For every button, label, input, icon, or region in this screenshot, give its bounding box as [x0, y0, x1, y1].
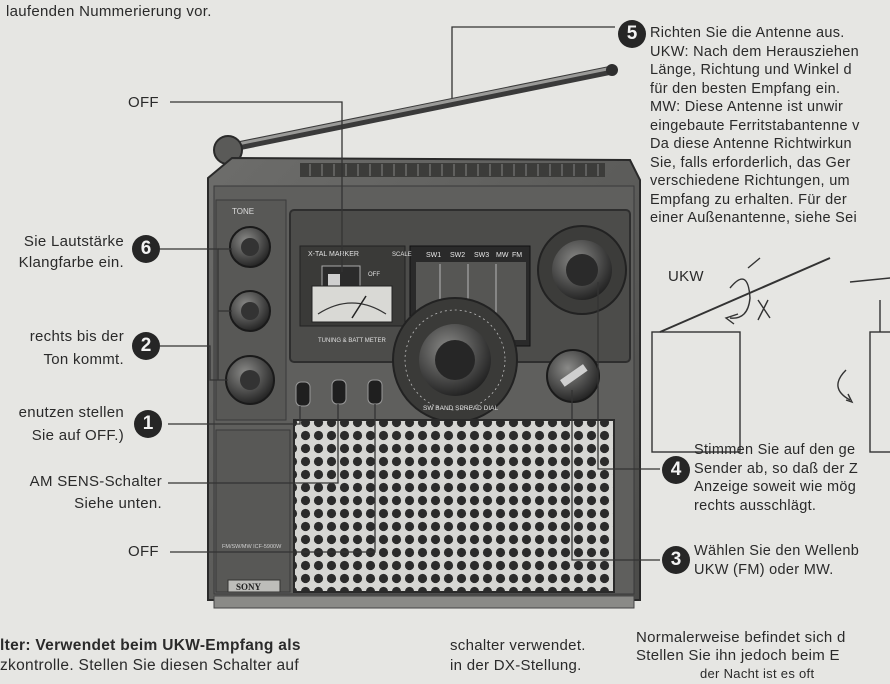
am-sens-line1: AM SENS-Schalter — [29, 473, 162, 490]
off-top-label: OFF — [128, 94, 159, 111]
callout-6-line1: Sie Lautstärke — [23, 233, 124, 250]
ukw-diagram-label: UKW — [668, 268, 704, 285]
bottom-col2-line1: schalter verwendet. — [450, 637, 586, 654]
c5-line: Sie, falls erforderlich, das Ger — [650, 154, 851, 171]
c5-line: MW: Diese Antenne ist unwir — [650, 99, 844, 115]
c4-line: rechts ausschlägt. — [694, 497, 817, 514]
c5-line: Richten Sie die Antenne aus. — [650, 25, 845, 41]
marker-label: X-TAL MARKER — [308, 251, 359, 258]
c4-line: Anzeige soweit wie mög — [694, 479, 857, 495]
model-text: FM/SW/MW ICF-5900W — [222, 544, 282, 550]
callout-badge-3: 3 — [662, 546, 690, 574]
radio-body: TONE X-TAL MARKER OFF ON TUNING & BATT M… — [207, 156, 641, 609]
c5-line: für den besten Empfang ein. — [650, 80, 841, 97]
bottom-col3-line1: Normalerweise befindet sich d — [636, 629, 846, 646]
c5-line: UKW: Nach dem Herausziehen — [650, 43, 860, 60]
c5-line: eingebaute Ferritstabantenne v — [650, 117, 860, 134]
leader-lines — [160, 26, 660, 561]
callout-badge-4: 4 — [662, 456, 690, 484]
c5-line: verschiedene Richtungen, um — [650, 173, 850, 189]
callout-4-text: Stimmen Sie auf den ge Sender ab, so daß… — [694, 441, 858, 515]
tone-label: TONE — [232, 207, 254, 216]
callout-1-line1: enutzen stellen — [18, 404, 124, 421]
bottom-col1-line1-text: lter: Verwendet beim UKW-Empfang als — [0, 637, 301, 654]
top-text: laufenden Nummerierung vor. — [6, 3, 212, 20]
meter-label: TUNING & BATT METER — [318, 338, 386, 344]
bottom-col3-line2: Stellen Sie ihn jedoch beim E — [636, 647, 840, 664]
callout-badge-6: 6 — [132, 235, 160, 263]
callout-badge-2: 2 — [132, 332, 160, 360]
c3-line: UKW (FM) oder MW. — [694, 561, 834, 578]
dial-label: SW BAND SPREAD DIAL — [423, 405, 499, 412]
bottom-col1-line1: lter: Verwendet beim UKW-Empfang als — [0, 636, 301, 656]
c5-line: Da diese Antenne Richtwirkun — [650, 136, 852, 152]
callout-badge-1: 1 — [134, 410, 162, 438]
band-label-sw3: SW3 — [474, 252, 489, 259]
radio-illustration: TONE X-TAL MARKER OFF ON TUNING & BATT M… — [160, 26, 890, 609]
callout-6-line2: Klangfarbe ein. — [18, 254, 124, 271]
bottom-col3-line3: der Nacht ist es oft — [700, 666, 815, 681]
c5-line: Länge, Richtung und Winkel d — [650, 62, 852, 78]
bottom-col2-line2: in der DX-Stellung. — [450, 657, 582, 674]
telescopic-antenna — [213, 64, 618, 165]
band-label-fm: FM — [512, 252, 522, 259]
antenna-diagram — [651, 257, 890, 453]
bottom-col1-line2: zkontrolle. Stellen Sie diesen Schalter … — [0, 657, 299, 674]
brand-logo: SONY — [236, 582, 262, 592]
c5-line: Empfang zu erhalten. Für der — [650, 191, 847, 208]
callout-2-line2: Ton kommt. — [43, 351, 124, 368]
scale-label: SCALE — [392, 252, 412, 258]
callout-badge-5: 5 — [618, 20, 646, 48]
callout-2-line1: rechts bis der — [29, 328, 124, 345]
marker-off-label: OFF — [368, 272, 380, 278]
am-sens-line2: Siehe unten. — [74, 495, 162, 512]
c5-line: einer Außenantenne, siehe Sei — [650, 210, 858, 226]
callout-5-text: Richten Sie die Antenne aus. UKW: Nach d… — [650, 24, 860, 228]
callout-1-line2: Sie auf OFF.) — [31, 427, 124, 444]
band-label-mw: MW — [496, 252, 509, 259]
callout-3-text: Wählen Sie den Wellenb UKW (FM) oder MW. — [694, 542, 859, 579]
band-label-sw2: SW2 — [450, 252, 465, 259]
c3-line: Wählen Sie den Wellenb — [694, 543, 860, 559]
band-label-sw1: SW1 — [426, 252, 441, 259]
c4-line: Stimmen Sie auf den ge — [694, 442, 856, 458]
c4-line: Sender ab, so daß der Z — [694, 460, 859, 477]
off-bottom-label: OFF — [128, 543, 159, 560]
